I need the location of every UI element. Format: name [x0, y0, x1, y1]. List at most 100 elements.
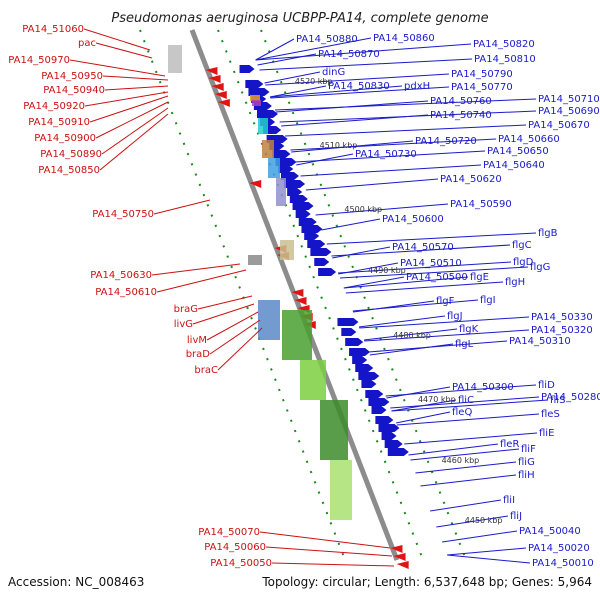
reverse-label-leader — [151, 263, 241, 276]
kbp-scale-label: 4520 kbp — [295, 77, 333, 86]
forward-gene-label: PA14_50590 — [450, 199, 512, 210]
forward-gene-label: flgL — [455, 339, 474, 350]
reverse-label-leader — [259, 531, 391, 549]
reverse-label-leader — [95, 101, 169, 139]
feature-block — [252, 100, 261, 106]
reverse-gene-label: braD — [186, 349, 211, 360]
forward-gene-label: flgF — [436, 296, 455, 307]
forward-gene-label: fliS — [550, 395, 565, 406]
forward-label-leader — [338, 261, 512, 274]
forward-gene-mark — [365, 390, 384, 398]
forward-gene-label: PA14_50830 — [328, 81, 390, 92]
reverse-label-leader — [217, 327, 263, 371]
reverse-label-leader — [84, 91, 169, 107]
forward-label-leader — [290, 138, 497, 151]
forward-gene-mark — [375, 416, 394, 424]
forward-gene-label: PA14_50500 — [406, 272, 468, 283]
reverse-label-leader — [265, 546, 393, 557]
forward-gene-label: fliD — [538, 380, 555, 391]
reverse-label-leader — [192, 303, 255, 325]
reverse-gene-label: braC — [194, 365, 218, 376]
forward-gene-label: PA14_50810 — [474, 54, 536, 65]
forward-gene-label: flgJ — [447, 311, 463, 322]
forward-label-leader — [332, 246, 391, 259]
reverse-gene-label: PA14_50070 — [198, 527, 260, 538]
forward-gene-mark — [371, 406, 387, 414]
forward-gene-label: PA14_50720 — [415, 136, 477, 147]
forward-label-leader — [265, 73, 450, 86]
forward-gene-mark — [341, 328, 357, 336]
kbp-scale-label: 4510 kbp — [320, 141, 358, 150]
forward-gene-label: PA14_50690 — [538, 106, 600, 117]
forward-label-leader — [385, 384, 537, 397]
forward-label-leader — [295, 150, 486, 163]
feature-block — [276, 178, 286, 206]
reverse-label-leader — [206, 311, 259, 341]
forward-gene-label: flgG — [530, 262, 550, 273]
feature-block — [330, 460, 352, 520]
forward-gene-label: PA14_50040 — [519, 526, 581, 537]
forward-gene-label: fliG — [518, 457, 535, 468]
forward-gene-label: flgK — [459, 324, 479, 335]
feature-block — [258, 118, 268, 134]
reverse-gene-label: PA14_50940 — [43, 85, 105, 96]
forward-label-leader — [386, 386, 451, 399]
forward-gene-label: PA14_50670 — [528, 120, 590, 131]
forward-gene-label: PA14_50010 — [532, 558, 594, 569]
forward-label-leader — [284, 124, 527, 137]
reverse-label-leader — [271, 562, 395, 567]
forward-gene-label: fliF — [521, 444, 536, 455]
forward-gene-mark — [310, 248, 332, 256]
forward-gene-mark — [345, 338, 364, 346]
forward-gene-mark — [278, 165, 294, 173]
feature-block — [300, 360, 326, 400]
forward-gene-label: flgD — [513, 257, 534, 268]
forward-label-leader — [264, 71, 321, 84]
forward-gene-label: PA14_50510 — [400, 258, 462, 269]
reverse-gene-mark — [211, 83, 224, 91]
reverse-label-leader — [69, 59, 166, 77]
forward-gene-label: PA14_50640 — [483, 160, 545, 171]
reverse-gene-label: PA14_50910 — [28, 117, 90, 128]
feature-block — [250, 95, 260, 101]
forward-label-leader — [447, 547, 527, 556]
reverse-gene-label: PA14_50900 — [34, 133, 96, 144]
forward-gene-mark — [349, 348, 371, 356]
forward-label-leader — [343, 276, 469, 289]
forward-label-leader — [315, 203, 449, 216]
feature-block — [248, 255, 262, 265]
forward-label-leader — [274, 98, 537, 111]
forward-gene-label: PA14_50740 — [430, 110, 492, 121]
feature-block — [258, 300, 280, 340]
reverse-label-leader — [95, 42, 153, 59]
forward-gene-mark — [245, 80, 264, 88]
forward-label-leader — [326, 232, 537, 245]
forward-gene-mark — [352, 356, 368, 364]
forward-label-leader — [255, 38, 295, 61]
forward-label-leader — [255, 37, 372, 61]
forward-gene-label: PA14_50620 — [440, 174, 502, 185]
forward-label-leader — [390, 396, 540, 409]
forward-label-leader — [255, 43, 472, 61]
forward-label-leader — [420, 474, 517, 487]
forward-gene-label: PA14_50310 — [509, 336, 571, 347]
forward-label-leader — [442, 530, 518, 543]
forward-gene-mark — [289, 195, 308, 203]
kbp-scale-label: 4480 kbp — [393, 331, 431, 340]
reverse-gene-label: PA14_50060 — [204, 542, 266, 553]
reverse-gene-mark — [393, 553, 406, 561]
forward-gene-label: PA14_50600 — [382, 214, 444, 225]
reverse-gene-label: PA14_50850 — [38, 165, 100, 176]
label-leader-lines — [69, 28, 549, 567]
forward-gene-label: PA14_50710 — [538, 94, 600, 105]
forward-gene-mark — [307, 240, 326, 248]
forward-label-leader — [430, 499, 502, 512]
forward-label-leader — [410, 448, 520, 461]
forward-label-leader — [296, 153, 354, 166]
feature-block — [282, 310, 312, 360]
reverse-label-leader — [101, 107, 169, 155]
kbp-scale-label: 4450 kbp — [465, 516, 503, 525]
forward-gene-label: flgC — [512, 240, 532, 251]
forward-gene-mark — [248, 88, 270, 96]
